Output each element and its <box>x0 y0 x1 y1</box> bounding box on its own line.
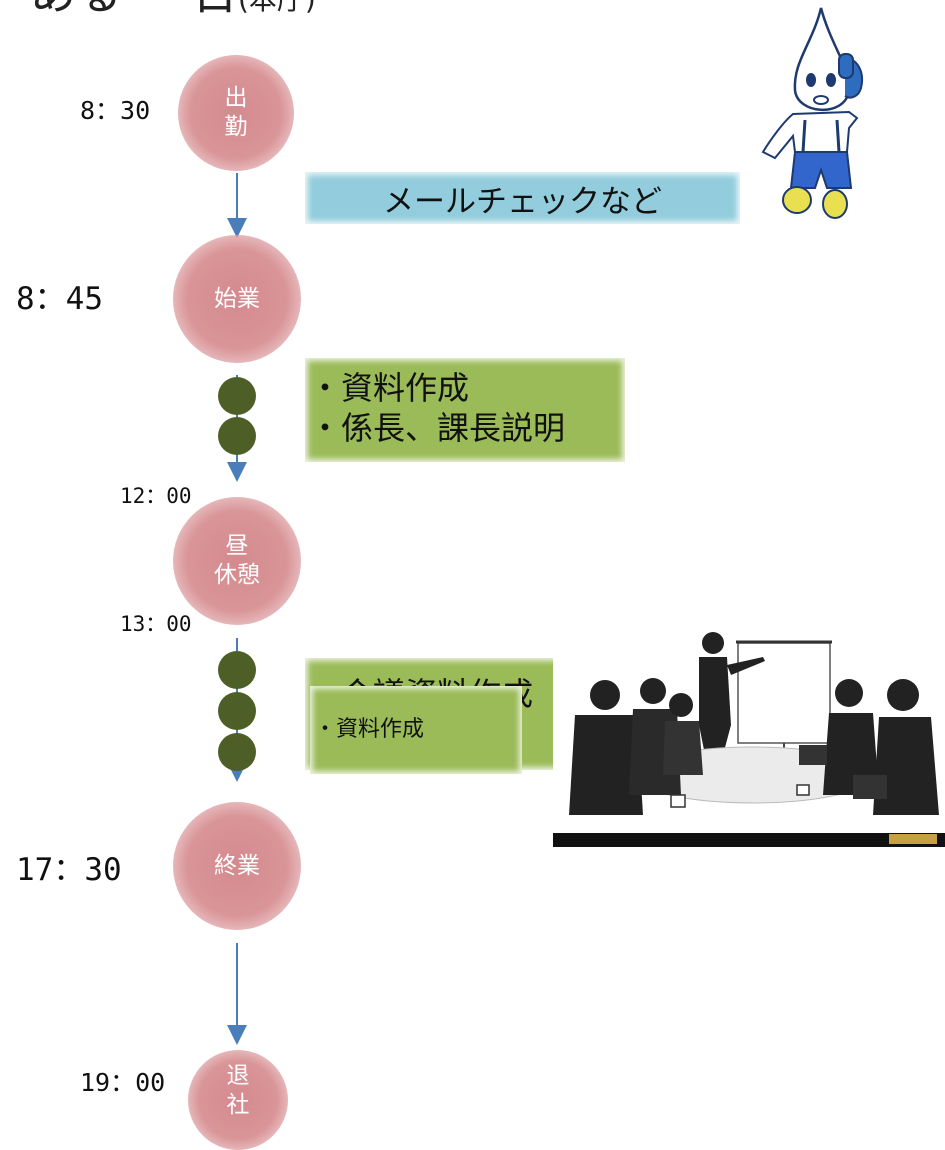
time-1300: 13：00 <box>120 612 192 636</box>
progress-dot <box>218 417 256 455</box>
progress-dot <box>218 692 256 730</box>
progress-dot <box>218 377 256 415</box>
task-final: ・資料作成 <box>310 686 522 774</box>
progress-dot <box>218 651 256 689</box>
node-leave: 退社 <box>188 1050 288 1150</box>
progress-dot <box>218 733 256 771</box>
node-lunch-break: 昼休憩 <box>173 497 301 625</box>
time-1730: 17：30 <box>16 852 122 888</box>
time-1900: 19：00 <box>80 1068 166 1097</box>
node-work-end: 終業 <box>173 802 301 930</box>
node-arrive: 出勤 <box>178 55 294 171</box>
meeting-silhouette-icon <box>553 625 945 847</box>
time-845: 8：45 <box>16 281 103 317</box>
water-drop-mascot-icon <box>761 7 863 219</box>
task-morning: ・資料作成 ・係長、課長説明 <box>305 358 625 462</box>
node-work-start: 始業 <box>173 235 301 363</box>
page-title: ある日(本庁) <box>30 0 316 16</box>
time-1200: 12：00 <box>120 484 192 508</box>
task-mail-check: メールチェックなど <box>305 172 740 224</box>
time-830: 8：30 <box>80 96 151 125</box>
